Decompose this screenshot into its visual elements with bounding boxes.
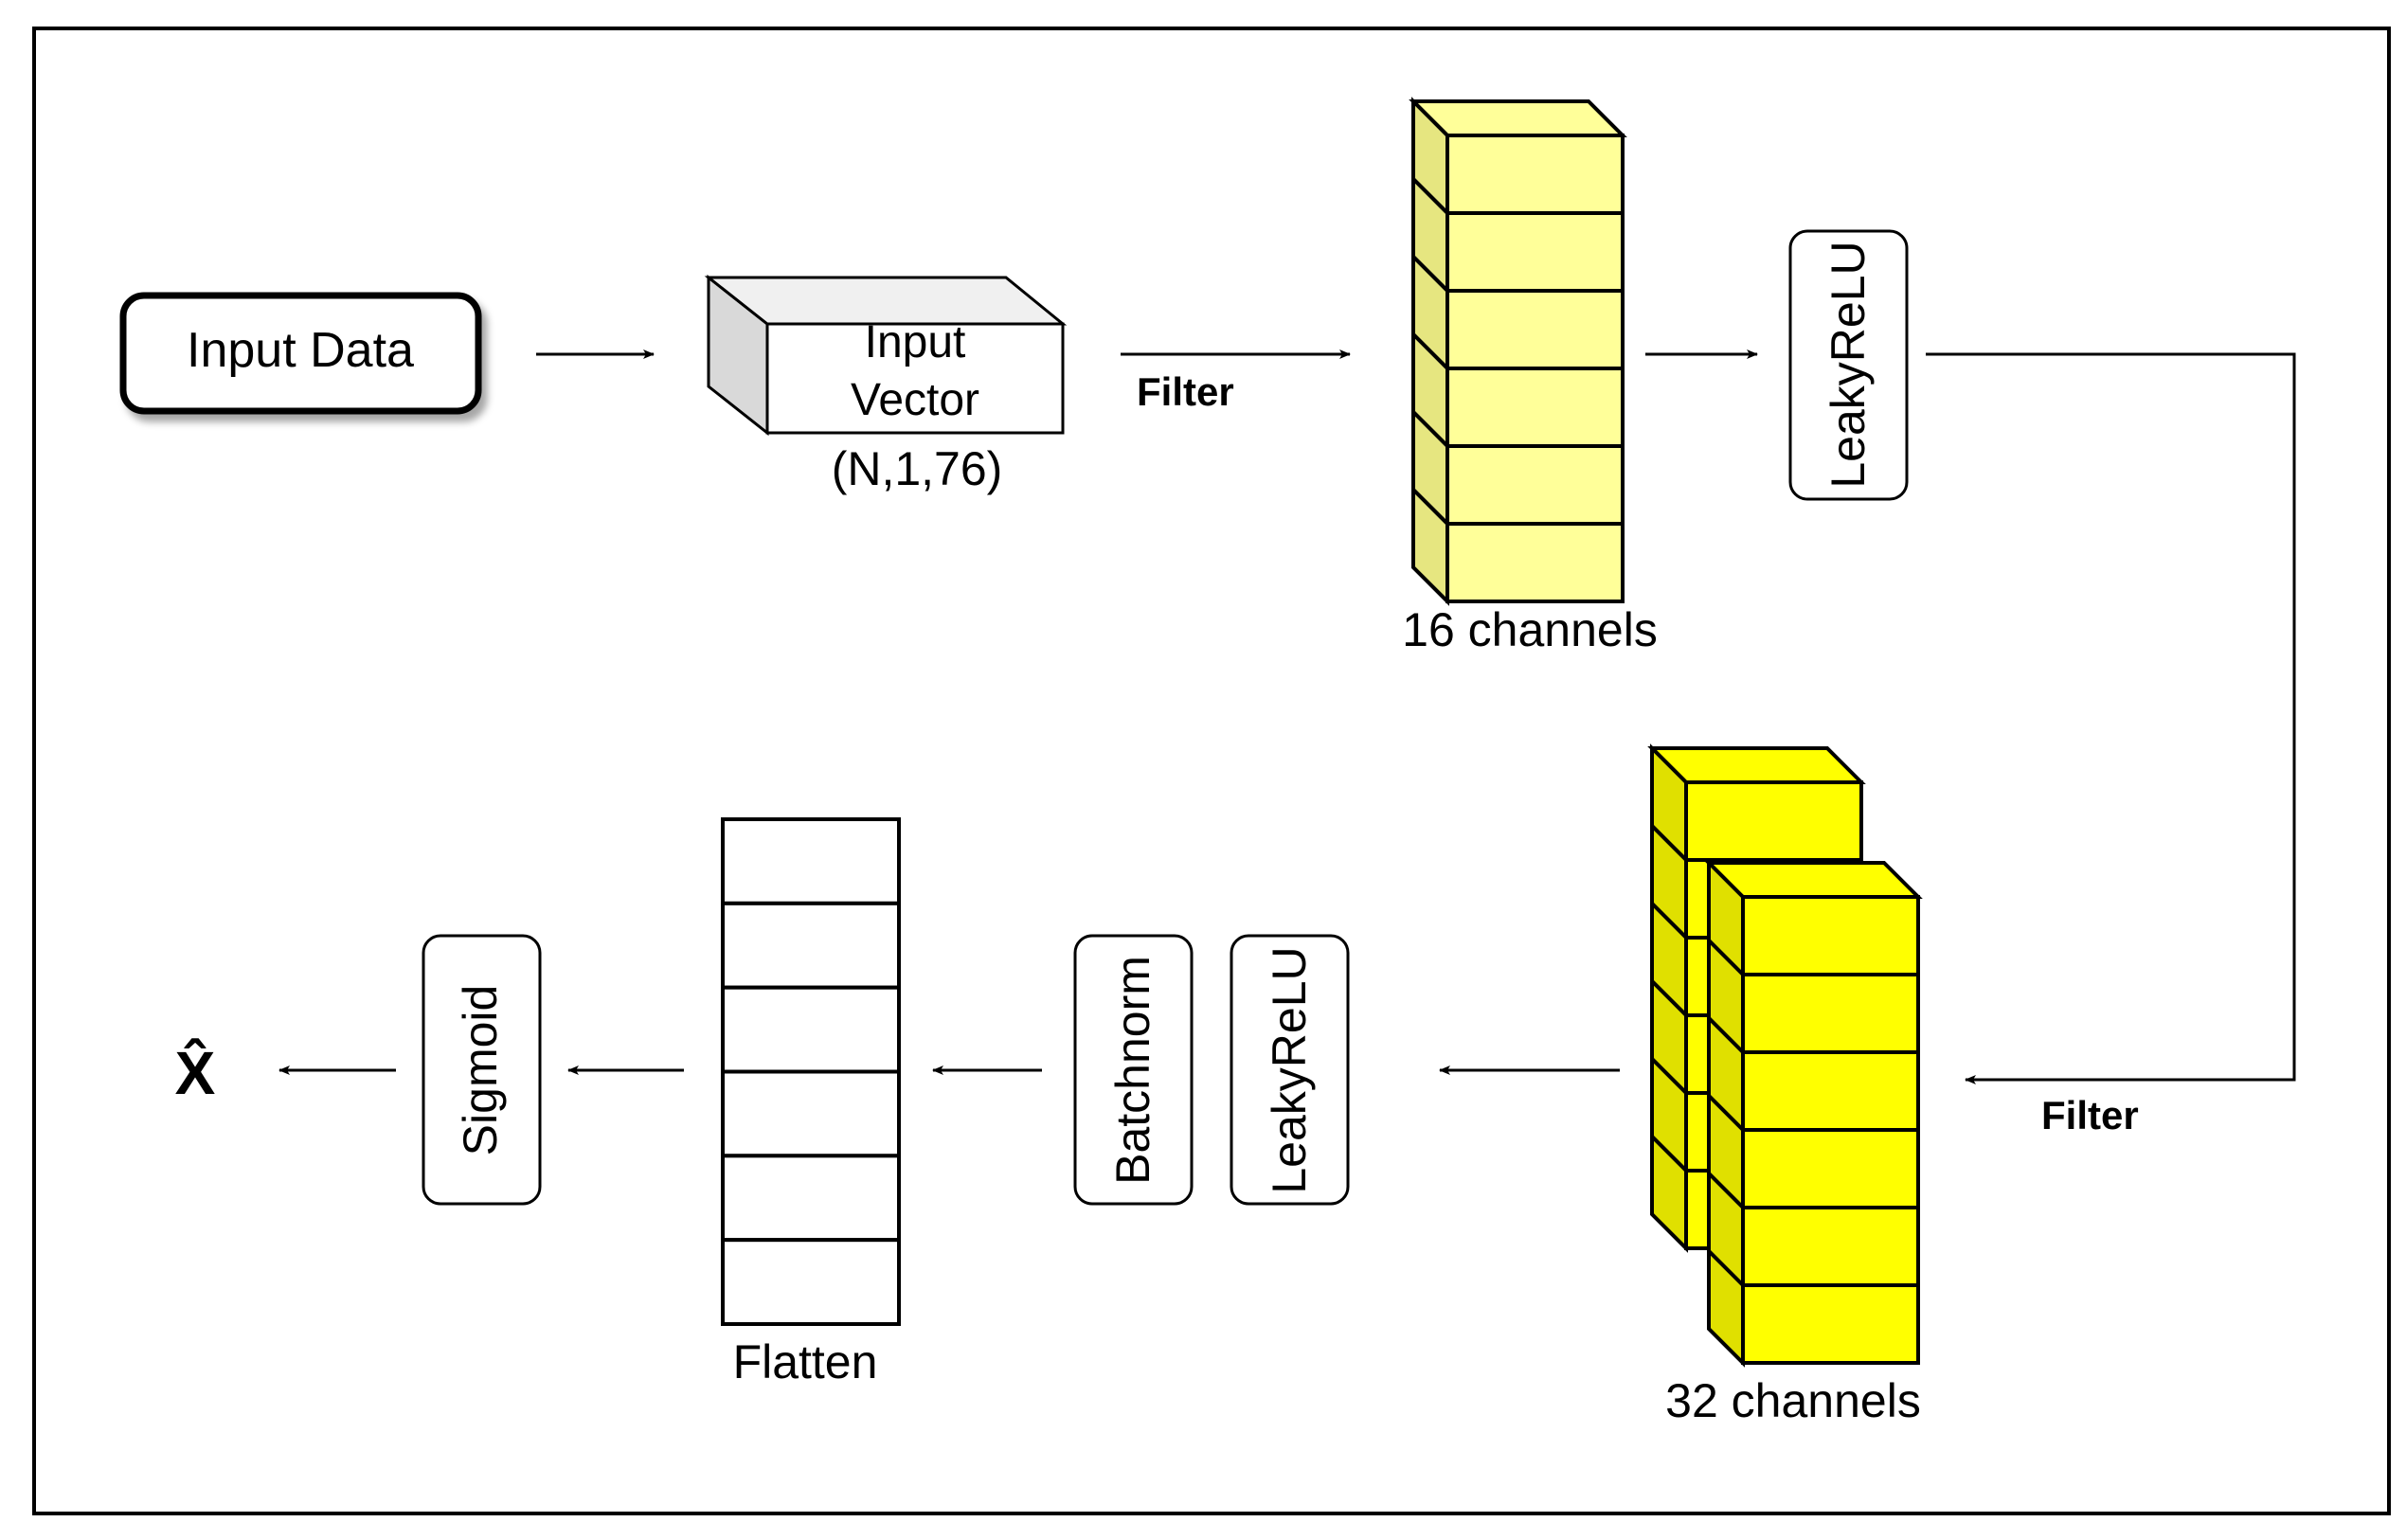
conv2-front-cell — [1741, 1050, 1920, 1132]
connector-leakyrelu-to-conv2 — [1926, 352, 2296, 1084]
flatten-cell — [721, 985, 901, 1074]
conv2-front-cell — [1741, 1206, 1920, 1287]
flatten-cell — [721, 1154, 901, 1243]
conv1-cell — [1445, 289, 1625, 370]
flatten-layer: Flatten — [721, 817, 901, 1388]
input-vector-shape: (N,1,76) — [832, 442, 1003, 495]
input-vector-label-line1: Input — [865, 317, 966, 367]
flatten-cell — [721, 1238, 901, 1326]
conv1-cell — [1445, 444, 1625, 526]
conv2-front-cell — [1741, 1283, 1920, 1365]
input-vector-label-line2: Vector — [851, 375, 979, 425]
filter-label-top: Filter — [1137, 369, 1234, 414]
conv2-layer: 32 channels — [1647, 743, 1923, 1427]
flatten-cell — [721, 901, 901, 990]
leakyrelu-node-1: LeakyReLU — [1788, 229, 1909, 501]
conv1-stack — [1409, 97, 1627, 606]
sigmoid-label: Sigmoid — [454, 985, 507, 1156]
flatten-cell — [721, 1069, 901, 1158]
batchnorm-node: Batchnorm — [1073, 934, 1194, 1206]
leakyrelu-label-2: LeakyReLU — [1263, 946, 1316, 1193]
output-xhat-label: X̂ — [175, 1037, 216, 1107]
conv2-back-cell — [1684, 780, 1863, 862]
conv1-caption: 16 channels — [1402, 603, 1658, 656]
conv1-cell — [1445, 134, 1625, 215]
sigmoid-node: Sigmoid — [422, 934, 542, 1206]
leakyrelu-node-2: LeakyReLU — [1230, 934, 1350, 1206]
input-data-label: Input Data — [187, 323, 414, 378]
leakyrelu-label-1: LeakyReLU — [1822, 241, 1875, 488]
flatten-stack — [721, 817, 901, 1326]
diagram-frame — [32, 27, 2391, 1515]
conv2-caption: 32 channels — [1665, 1374, 1921, 1427]
flatten-cell — [721, 817, 901, 905]
conv2-front-cell — [1741, 1128, 1920, 1209]
conv1-layer: 16 channels — [1402, 97, 1658, 656]
input-data-node: Input Data — [119, 292, 482, 415]
flatten-caption: Flatten — [733, 1335, 878, 1388]
conv2-front-cell — [1741, 895, 1920, 976]
filter-label-right: Filter — [2041, 1093, 2139, 1137]
input-vector-node: Input Vector (N,1,76) — [704, 274, 1068, 495]
batchnorm-label: Batchnorm — [1106, 956, 1159, 1185]
conv2-stack-front — [1704, 858, 1923, 1368]
conv1-cell — [1445, 211, 1625, 293]
conv2-front-cell — [1741, 973, 1920, 1054]
conv1-cell — [1445, 522, 1625, 603]
conv1-cell — [1445, 367, 1625, 448]
